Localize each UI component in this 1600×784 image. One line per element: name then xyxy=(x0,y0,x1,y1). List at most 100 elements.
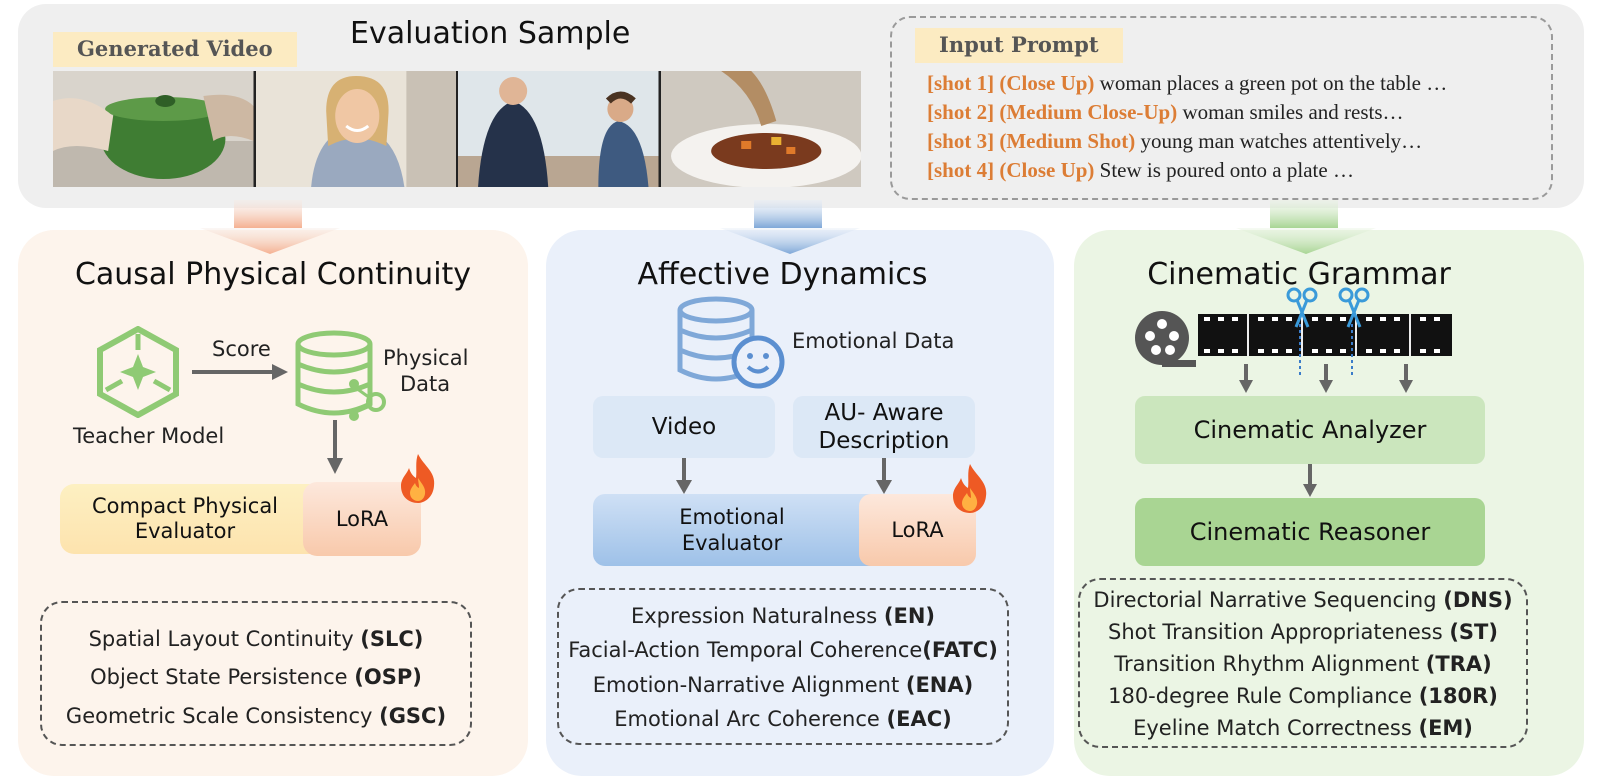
au-desc-line1: AU- Aware xyxy=(824,400,944,426)
teacher-model-label: Teacher Model xyxy=(73,424,225,448)
score-arrow-icon xyxy=(192,364,288,380)
connector-to-affective xyxy=(720,200,860,254)
physical-down-arrow-icon xyxy=(327,420,343,474)
cinematic-reasoner-label: Cinematic Reasoner xyxy=(1189,518,1431,546)
affective-title: Affective Dynamics xyxy=(637,257,928,292)
cinematic-title: Cinematic Grammar xyxy=(1147,257,1451,292)
prompt-shot-2: [shot 2] (Medium Close-Up) woman smiles … xyxy=(927,100,1404,125)
metric-osp-name: Object State Persistence xyxy=(90,665,355,689)
evaluator-label-line2: Evaluator xyxy=(134,519,236,543)
physical-lora-label: LoRA xyxy=(335,507,389,531)
metric-en-abbr: (EN) xyxy=(883,604,936,628)
cinematic-analyzer-box: Cinematic Analyzer xyxy=(1135,396,1485,464)
shot-4-label: [shot 4] (Close Up) xyxy=(927,158,1095,182)
cinematic-analyzer-label: Cinematic Analyzer xyxy=(1193,416,1427,444)
metric-st-abbr: (ST) xyxy=(1449,620,1498,644)
connector-to-physical xyxy=(200,200,340,254)
emotional-evaluator-line1: Emotional xyxy=(679,505,785,529)
au-desc-line2: Description xyxy=(818,428,950,454)
metric-dns: Directorial Narrative Sequencing (DNS) xyxy=(1080,588,1526,612)
metric-gsc-abbr: (GSC) xyxy=(379,704,447,728)
metric-dns-name: Directorial Narrative Sequencing xyxy=(1093,588,1444,612)
metric-slc-name: Spatial Layout Continuity xyxy=(88,627,361,651)
film-reel-icon xyxy=(1135,311,1196,367)
desc-down-arrow-icon xyxy=(876,458,892,494)
shot-3-label: [shot 3] (Medium Shot) xyxy=(927,129,1136,153)
metric-st: Shot Transition Appropriateness (ST) xyxy=(1080,620,1526,644)
analyzer-down-arrow-icon xyxy=(1303,464,1317,497)
affective-lora-label: LoRA xyxy=(891,518,944,542)
fire-icon xyxy=(401,454,435,503)
scissors-icon xyxy=(1286,287,1318,328)
frame-woman-smiling xyxy=(255,71,456,187)
emotional-data-label: Emotional Data xyxy=(792,329,955,353)
shot-1-label: [shot 1] (Close Up) xyxy=(927,71,1095,95)
metric-em-abbr: (EM) xyxy=(1418,716,1473,740)
video-input-label: Video xyxy=(651,414,717,440)
prompt-shot-4: [shot 4] (Close Up) Stew is poured onto … xyxy=(927,158,1354,183)
metric-osp-abbr: (OSP) xyxy=(354,665,422,689)
prompt-shot-3: [shot 3] (Medium Shot) young man watches… xyxy=(927,129,1422,154)
generated-video-tag: Generated Video xyxy=(53,32,297,67)
affective-metrics-box: Expression Naturalness (EN) Facial-Actio… xyxy=(557,588,1009,745)
metric-slc: Spatial Layout Continuity (SLC) xyxy=(42,627,470,651)
metric-em-name: Eyeline Match Correctness xyxy=(1133,716,1419,740)
physical-data-label-2: Data xyxy=(400,372,451,396)
metric-180r-name: 180-degree Rule Compliance xyxy=(1108,684,1419,708)
metric-tra: Transition Rhythm Alignment (TRA) xyxy=(1080,652,1526,676)
physical-data-label-1: Physical xyxy=(383,346,469,370)
au-aware-description-box: AU- Aware Description xyxy=(793,396,975,458)
metric-en: Expression Naturalness (EN) xyxy=(559,604,1007,628)
fire-icon xyxy=(953,464,987,513)
compact-physical-evaluator-box: Compact Physical Evaluator xyxy=(60,484,310,554)
shot-4-text: Stew is poured onto a plate … xyxy=(1094,158,1354,182)
metric-180r-abbr: (180R) xyxy=(1418,684,1498,708)
frame-green-pot xyxy=(53,71,254,187)
shot-2-label: [shot 2] (Medium Close-Up) xyxy=(927,100,1178,124)
physical-metrics-box: Spatial Layout Continuity (SLC) Object S… xyxy=(40,601,472,746)
video-frames-strip xyxy=(53,71,861,187)
video-down-arrow-icon xyxy=(676,458,692,494)
metric-fatc-name: Facial-Action Temporal Coherence xyxy=(568,638,923,662)
metric-ena: Emotion-Narrative Alignment (ENA) xyxy=(559,673,1007,697)
metric-ena-abbr: (ENA) xyxy=(905,673,974,697)
emotional-data-icon xyxy=(677,296,785,389)
frame-family-table xyxy=(458,71,659,187)
shot-3-text: young man watches attentively… xyxy=(1135,129,1423,153)
metric-eac-abbr: (EAC) xyxy=(886,707,952,731)
metric-eac-name: Emotional Arc Coherence xyxy=(614,707,887,731)
cinematic-reasoner-box: Cinematic Reasoner xyxy=(1135,498,1485,566)
metric-fatc-abbr: (FATC) xyxy=(922,638,998,662)
metric-180r: 180-degree Rule Compliance (180R) xyxy=(1080,684,1526,708)
input-prompt-box xyxy=(890,16,1553,200)
prompt-shot-1: [shot 1] (Close Up) woman places a green… xyxy=(927,71,1447,96)
frame-stew-plate xyxy=(660,71,861,187)
score-label: Score xyxy=(212,337,271,361)
film-strip-icon xyxy=(1198,314,1452,376)
physical-lora-box: LoRA xyxy=(303,482,421,556)
metric-eac: Emotional Arc Coherence (EAC) xyxy=(559,707,1007,731)
input-prompt-tag: Input Prompt xyxy=(915,28,1123,63)
scissors-icon xyxy=(1338,287,1370,328)
metric-osp: Object State Persistence (OSP) xyxy=(42,665,470,689)
metric-fatc: Facial-Action Temporal Coherence(FATC) xyxy=(559,638,1007,662)
metric-slc-abbr: (SLC) xyxy=(360,627,424,651)
evaluation-sample-title: Evaluation Sample xyxy=(350,16,631,51)
emotional-evaluator-box: Emotional Evaluator xyxy=(593,494,871,566)
strip-down-arrow-icon xyxy=(1239,364,1253,393)
physical-title: Causal Physical Continuity xyxy=(74,257,472,292)
strip-down-arrow-icon xyxy=(1319,364,1333,393)
evaluator-label-line1: Compact Physical xyxy=(91,494,279,518)
metric-gsc: Geometric Scale Consistency (GSC) xyxy=(42,704,470,728)
metric-tra-abbr: (TRA) xyxy=(1425,652,1492,676)
shot-2-text: woman smiles and rests… xyxy=(1177,100,1404,124)
metric-tra-name: Transition Rhythm Alignment xyxy=(1114,652,1426,676)
metric-em: Eyeline Match Correctness (EM) xyxy=(1080,716,1526,740)
video-input-box: Video xyxy=(593,396,775,458)
shot-1-text: woman places a green pot on the table … xyxy=(1094,71,1448,95)
teacher-model-icon xyxy=(97,326,179,418)
physical-data-icon xyxy=(295,330,386,421)
cinematic-metrics-box: Directorial Narrative Sequencing (DNS) S… xyxy=(1078,578,1528,748)
metric-dns-abbr: (DNS) xyxy=(1443,588,1513,612)
metric-st-name: Shot Transition Appropriateness xyxy=(1108,620,1450,644)
